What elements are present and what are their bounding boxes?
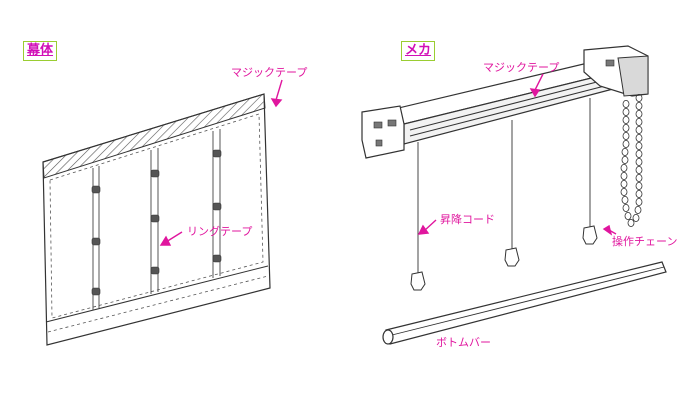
left-magic-tape-label: マジックテープ bbox=[231, 66, 308, 79]
curtain-body-title: 幕体 bbox=[23, 41, 58, 61]
operation-chain-label: 操作チェーン bbox=[612, 235, 678, 248]
right-magic-tape-label: マジックテープ bbox=[483, 61, 560, 74]
lift-cord-label: 昇降コード bbox=[440, 213, 495, 226]
ring-tape-label: リングテープ bbox=[187, 225, 253, 238]
mechanism-title: メカ bbox=[401, 41, 436, 61]
bottom-bar-label: ボトムバー bbox=[436, 336, 491, 349]
